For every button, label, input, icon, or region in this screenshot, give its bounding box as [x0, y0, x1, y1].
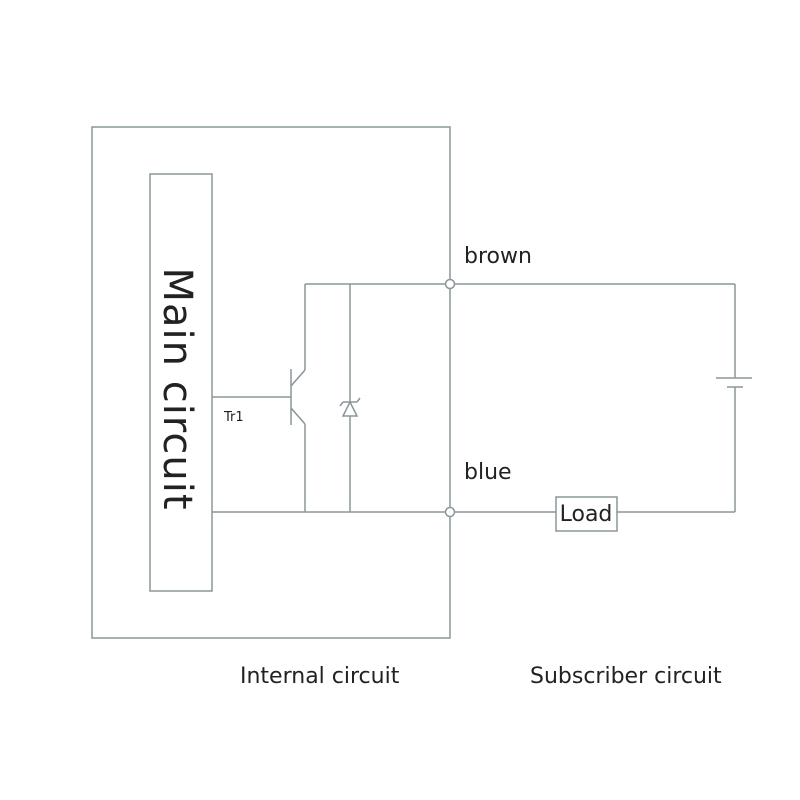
- load-label: Load: [560, 502, 613, 527]
- transistor-tr1-icon: [290, 369, 306, 425]
- brown-terminal: [444, 278, 456, 290]
- subscriber-circuit-label: Subscriber circuit: [530, 664, 722, 689]
- main-circuit-label: Main circuit: [154, 267, 200, 510]
- internal-circuit-label: Internal circuit: [240, 664, 400, 689]
- brown-label: brown: [464, 244, 532, 269]
- blue-label: blue: [464, 460, 512, 485]
- blue-terminal: [444, 506, 456, 518]
- load-box: [555, 496, 618, 532]
- main-circuit-block: [149, 173, 213, 592]
- transistor-label: Tr1: [223, 410, 244, 425]
- zener-diode-icon: [339, 397, 361, 417]
- battery-icon: [716, 377, 752, 388]
- internal-circuit-box: [91, 126, 451, 639]
